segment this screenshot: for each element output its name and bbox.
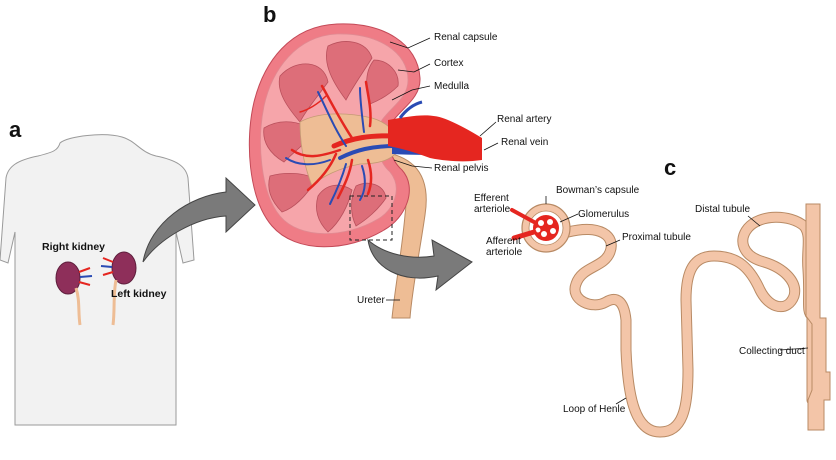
proximal-tubule-label: Proximal tubule	[622, 232, 691, 243]
bowmans-capsule-label: Bowman’s capsule	[556, 185, 640, 196]
ureter-label: Ureter	[357, 295, 385, 306]
renal-vein-label: Renal vein	[501, 137, 548, 148]
panel-c: c Ef	[474, 155, 831, 438]
nephron-tubule	[562, 211, 818, 438]
medulla-pyramids	[263, 41, 399, 233]
afferent-arteriole-label-2: arteriole	[486, 247, 523, 258]
collecting-duct	[805, 203, 831, 431]
left-kidney-label: Left kidney	[111, 288, 167, 300]
zoom-box	[349, 195, 393, 241]
panel-b-label: b	[263, 2, 276, 27]
right-kidney-mini	[55, 261, 93, 326]
renal-artery-label: Renal artery	[497, 114, 551, 125]
kidney-leader-lines	[386, 37, 499, 301]
panel-a-label: a	[9, 117, 22, 142]
distal-tubule-label: Distal tubule	[695, 204, 750, 215]
body-silhouette	[0, 134, 195, 426]
panel-a: Right kidney Left kidney a	[0, 117, 195, 426]
right-kidney-label: Right kidney	[42, 241, 105, 253]
efferent-arteriole	[510, 208, 536, 224]
renal-artery-trunk	[388, 115, 482, 162]
nephron-leader-lines	[545, 196, 809, 405]
renal-pelvis-label: Renal pelvis	[434, 163, 488, 174]
glomerulus-label: Glomerulus	[578, 209, 629, 220]
renal-pelvis	[299, 113, 401, 187]
loop-of-henle-label: Loop of Henle	[563, 404, 626, 415]
glomerulus	[533, 215, 559, 241]
arrow-b-to-c	[367, 238, 473, 292]
medulla-label: Medulla	[434, 81, 469, 92]
cortex-label: Cortex	[434, 58, 463, 69]
collecting-duct-label: Collecting duct	[739, 346, 805, 357]
efferent-arteriole-label-2: arteriole	[474, 204, 511, 215]
arrow-a-to-b	[142, 176, 256, 263]
panel-b: b	[248, 2, 551, 319]
afferent-arteriole-label-1: Afferent	[486, 236, 521, 247]
panel-c-label: c	[664, 155, 676, 180]
vein-upper-branch	[398, 100, 423, 119]
renal-capsule-label: Renal capsule	[434, 32, 498, 43]
efferent-arteriole-label-1: Efferent	[474, 193, 509, 204]
afferent-arteriole	[511, 229, 537, 241]
left-kidney-mini	[100, 251, 137, 326]
